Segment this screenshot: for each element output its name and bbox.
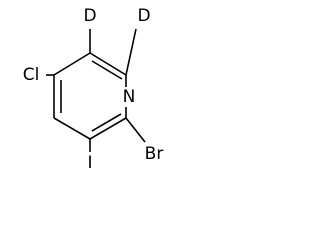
bond-c2-c3-inner <box>91 113 122 132</box>
atom-label-n: N <box>123 87 136 107</box>
atom-label-br: Br <box>145 144 164 164</box>
bond-c-br <box>125 117 146 143</box>
bond-c-d-right <box>125 28 137 76</box>
bond-c5-c4 <box>53 52 91 76</box>
bond-c3-c4 <box>53 117 91 140</box>
bond-c2-c3 <box>89 117 127 140</box>
atom-label-i: I <box>87 153 92 173</box>
bond-c5-c6-inner <box>91 60 123 80</box>
atom-label-cl: Cl <box>23 65 40 85</box>
atom-label-d-right: D <box>137 6 150 26</box>
bond-c5-c6 <box>89 52 127 76</box>
atom-label-d-left: D <box>83 6 96 26</box>
molecule-structure-diagram: D D N Cl I Br <box>23 6 164 173</box>
